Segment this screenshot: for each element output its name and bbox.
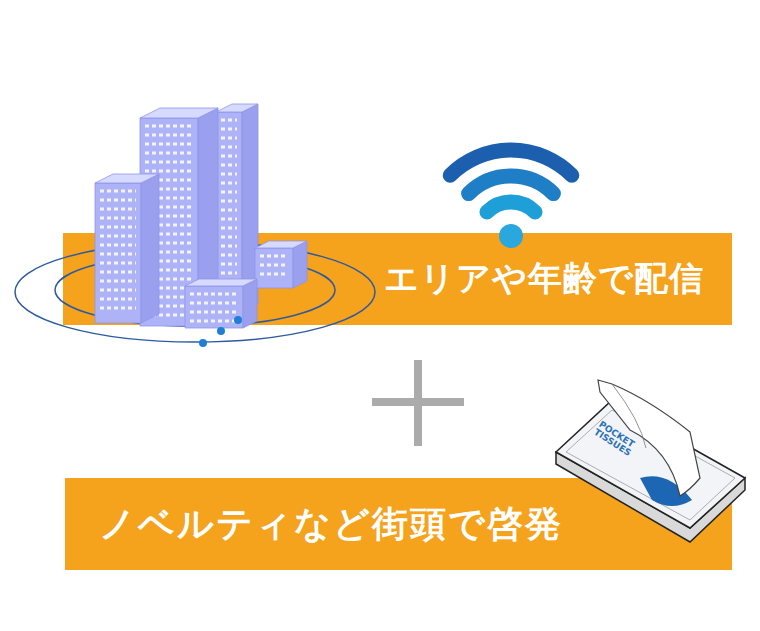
city-illustration (15, 104, 375, 347)
package-label: POCKET TISSUES (592, 420, 646, 464)
tissue-pack-icon (556, 380, 745, 542)
orange-band: ノベルティなど街頭で啓発 (65, 478, 732, 570)
band-label: ノベルティなど街頭で啓発 (99, 500, 563, 549)
wifi-icon (450, 150, 572, 248)
orange-band: エリアや年齢で配信 (63, 233, 732, 325)
band-label: エリアや年齢で配信 (384, 256, 704, 302)
